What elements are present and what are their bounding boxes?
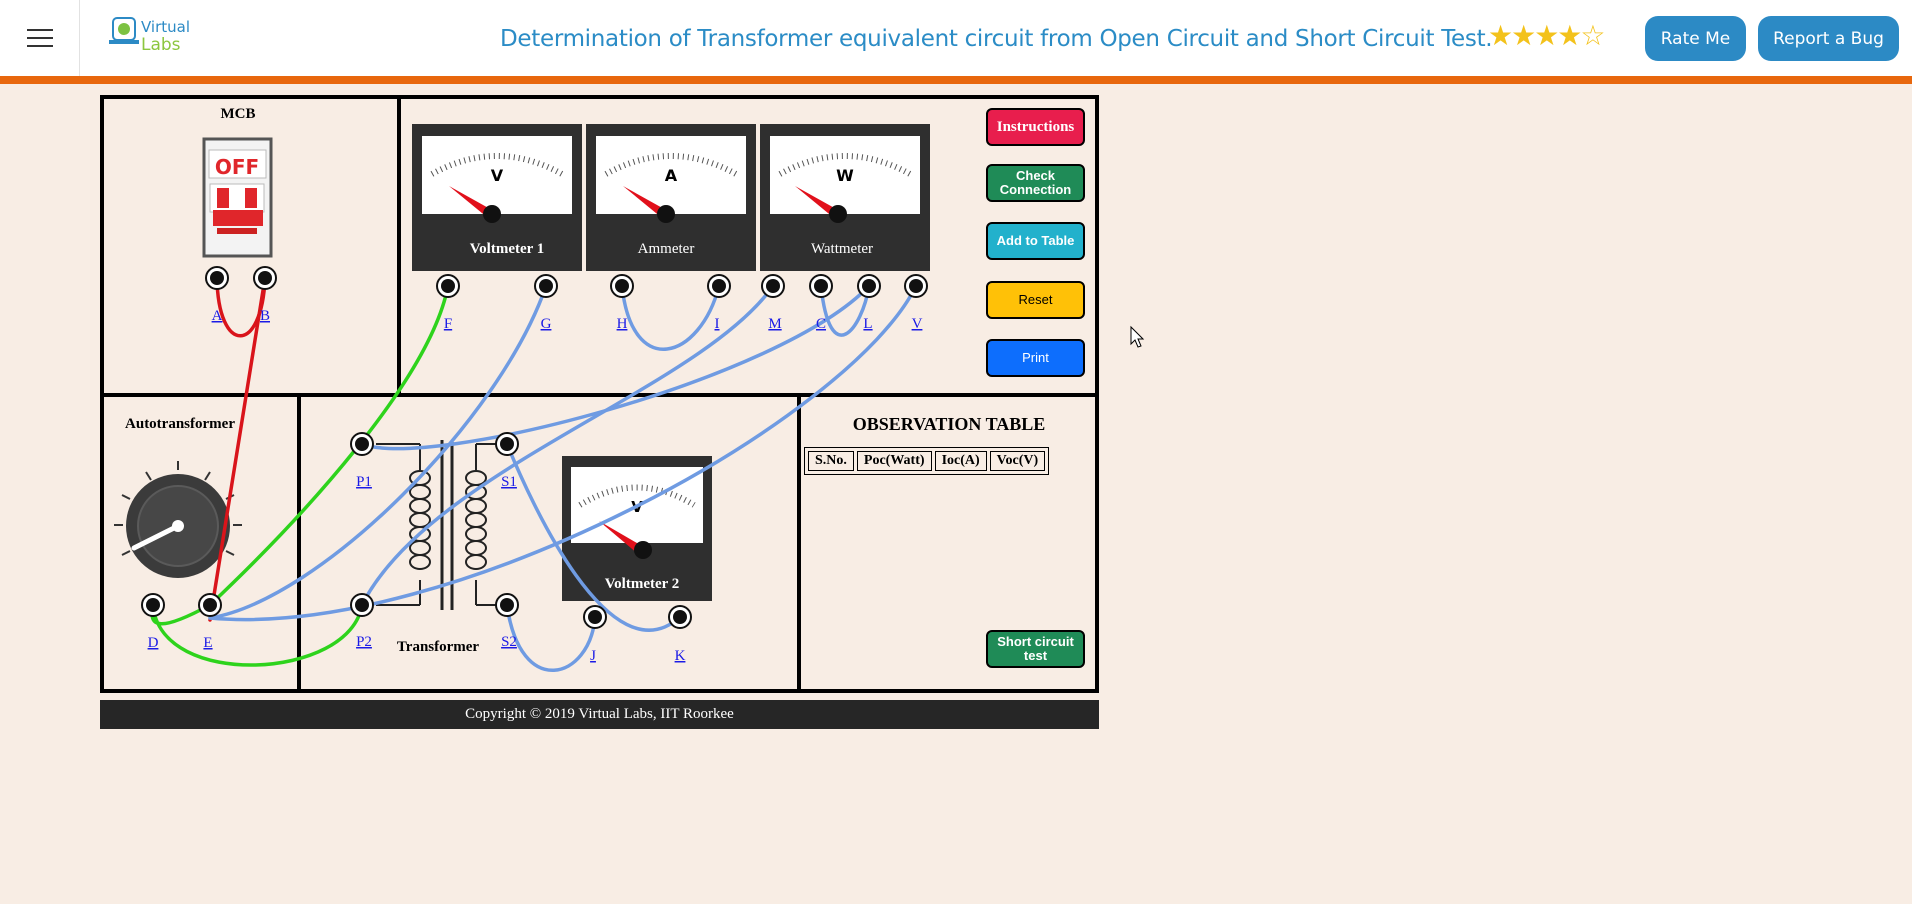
terminal-s1[interactable] [495, 432, 519, 456]
mcb-title: MCB [221, 106, 256, 122]
terminal-d[interactable] [141, 593, 165, 617]
page-title: Determination of Transformer equivalent … [500, 26, 1493, 52]
wattmeter-label: Wattmeter [811, 241, 873, 257]
ammeter-letter: A [665, 166, 678, 185]
wire-h-i [620, 284, 721, 351]
terminal-label-g[interactable]: G [541, 316, 552, 332]
terminal-label-d[interactable]: D [148, 635, 159, 651]
terminal-label-s1[interactable]: S1 [501, 474, 517, 490]
wire-b-e [208, 276, 267, 622]
terminal-label-c[interactable]: C [816, 316, 826, 332]
terminal-h[interactable] [610, 274, 634, 298]
terminal-label-p2[interactable]: P2 [356, 634, 372, 650]
voltmeter-1-letter: V [491, 166, 504, 185]
terminal-g[interactable] [534, 274, 558, 298]
wire-c-l [819, 284, 871, 337]
wire-v-e [208, 284, 918, 622]
ammeter-label: Ammeter [638, 241, 695, 257]
terminal-k[interactable] [668, 605, 692, 629]
voltmeter-1-label: Voltmeter 1 [470, 241, 545, 257]
transformer-label: Transformer [397, 639, 480, 655]
terminal-s2[interactable] [495, 593, 519, 617]
observation-table: S.No. Poc(Watt) Ioc(A) Voc(V) [804, 447, 1050, 475]
terminal-i[interactable] [707, 274, 731, 298]
header-divider [0, 76, 1912, 84]
mcb-switch[interactable]: OFF [202, 137, 273, 258]
terminal-c[interactable] [809, 274, 833, 298]
terminal-label-f[interactable]: F [444, 316, 452, 332]
mouse-cursor-icon [1130, 325, 1145, 348]
mcb-state: OFF [215, 155, 259, 179]
print-button[interactable]: Print [986, 339, 1085, 377]
voltmeter-2-label: Voltmeter 2 [605, 576, 680, 592]
wire-m-p2 [360, 284, 775, 607]
terminal-label-m[interactable]: M [768, 316, 781, 332]
instructions-button[interactable]: Instructions [986, 108, 1085, 146]
terminal-j[interactable] [583, 605, 607, 629]
app-header: Virtual Labs Determination of Transforme… [0, 0, 1912, 76]
terminal-label-j[interactable]: J [590, 648, 596, 664]
svg-text:Labs: Labs [141, 35, 181, 55]
wattmeter: W Wattmeter [760, 124, 930, 271]
voltmeter-1: V Voltmeter 1 [412, 124, 582, 271]
menu-button[interactable] [0, 0, 80, 76]
wire-d-p2 [151, 603, 364, 667]
logo-icon: Virtual Labs [109, 17, 190, 55]
terminal-l[interactable] [857, 274, 881, 298]
terminal-label-e[interactable]: E [203, 635, 212, 651]
terminal-label-b[interactable]: B [260, 308, 270, 324]
terminal-f[interactable] [436, 274, 460, 298]
wattmeter-letter: W [836, 166, 854, 185]
ammeter: A Ammeter [586, 124, 756, 271]
transformer-symbol [376, 440, 500, 610]
terminal-label-v[interactable]: V [912, 316, 923, 332]
terminal-a[interactable] [205, 266, 229, 290]
terminal-label-i[interactable]: I [715, 316, 720, 332]
copyright-footer: Copyright © 2019 Virtual Labs, IIT Roork… [100, 700, 1099, 729]
autotransformer-knob[interactable] [114, 461, 242, 578]
wire-s1-k [505, 442, 682, 632]
terminal-label-h[interactable]: H [617, 316, 628, 332]
terminal-b[interactable] [253, 266, 277, 290]
terminal-label-s2[interactable]: S2 [501, 634, 517, 650]
autotransformer-title: Autotransformer [125, 416, 235, 432]
column-sno: S.No. [808, 451, 854, 471]
terminal-m[interactable] [761, 274, 785, 298]
column-voc: Voc(V) [989, 451, 1046, 471]
wires [150, 276, 918, 672]
report-bug-button[interactable]: Report a Bug [1758, 16, 1899, 61]
rate-me-button[interactable]: Rate Me [1645, 16, 1746, 61]
column-poc: Poc(Watt) [856, 451, 932, 471]
column-ioc: Ioc(A) [934, 451, 987, 471]
terminal-label-l[interactable]: L [863, 316, 872, 332]
terminal-label-k[interactable]: K [675, 648, 686, 664]
wire-l-p1 [360, 284, 871, 451]
terminal-p2[interactable] [350, 593, 374, 617]
terminal-p1[interactable] [350, 432, 374, 456]
svg-text:Virtual: Virtual [141, 18, 190, 36]
add-to-table-button[interactable]: Add to Table [986, 222, 1085, 260]
terminals[interactable] [141, 266, 928, 629]
terminal-label-p1[interactable]: P1 [356, 474, 372, 490]
wire-s2-j [505, 603, 597, 672]
wire-g-e [208, 284, 548, 620]
rating-stars: ★★★★☆ [1488, 19, 1606, 52]
reset-button[interactable]: Reset [986, 281, 1085, 319]
hamburger-icon [26, 29, 53, 47]
terminal-v[interactable] [904, 274, 928, 298]
terminal-e[interactable] [198, 593, 222, 617]
virtual-labs-logo[interactable]: Virtual Labs [105, 10, 205, 66]
observation-table-title: OBSERVATION TABLE [852, 414, 1046, 434]
observation-header-row: S.No. Poc(Watt) Ioc(A) Voc(V) [808, 451, 1046, 471]
terminal-label-a[interactable]: A [212, 308, 223, 324]
